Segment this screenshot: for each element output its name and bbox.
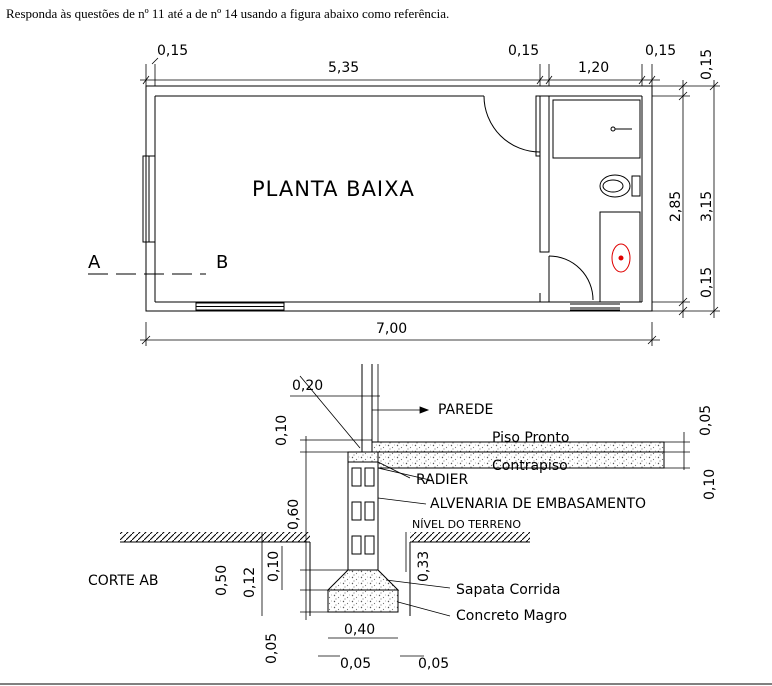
- label-wall: PAREDE: [438, 402, 493, 418]
- plan-right-dimensions: [652, 80, 720, 318]
- dim-masonry-height: 0,60: [286, 499, 302, 530]
- section-drawing: [120, 364, 665, 616]
- dim-lean-height: 0,05: [264, 633, 280, 664]
- label-foundation-masonry: ALVENARIA DE EMBASAMENTO: [430, 496, 646, 512]
- section-dimensions: [261, 395, 690, 657]
- dim-total-height: 3,15: [699, 191, 715, 222]
- plan-walls: [142, 85, 653, 312]
- label-finished-floor: Piso Pronto: [492, 430, 569, 446]
- section-title: CORTE AB: [88, 573, 159, 589]
- dim-slab-height: 0,10: [274, 415, 290, 446]
- dim-bath-width: 1,20: [578, 60, 609, 76]
- dim-footing-width: 0,40: [344, 622, 375, 638]
- dim-right-bottom-wall: 0,15: [699, 267, 715, 298]
- instruction-text: Responda às questões de nº 11 até a de n…: [6, 6, 450, 21]
- plan-bottom-dimension: [140, 322, 660, 346]
- dim-subfloor-thickness: 0,10: [702, 469, 718, 500]
- floor-plan: [88, 85, 653, 312]
- section-start-label: A: [88, 252, 101, 273]
- dim-right-top-wall: 0,15: [699, 49, 715, 80]
- label-ground-level: NÍVEL DO TERRENO: [412, 518, 521, 531]
- dim-depth-to-footing: 0,33: [416, 551, 432, 582]
- section-leaders: [299, 364, 451, 617]
- dim-left-offset: 0,05: [340, 656, 371, 672]
- dim-main-room-width: 5,35: [328, 60, 359, 76]
- dim-floor-thickness: 0,05: [698, 405, 714, 436]
- label-subfloor: Contrapiso: [492, 458, 568, 474]
- dim-right-offset: 0,05: [418, 656, 449, 672]
- section-end-label: B: [216, 252, 228, 273]
- dim-mid-wall: 0,15: [508, 43, 539, 59]
- dim-total-depth: 0,50: [214, 565, 230, 596]
- dim-wall-thickness: 0,20: [292, 378, 323, 394]
- dim-inner-height: 2,85: [668, 191, 684, 222]
- plan-top-dimensions: [140, 57, 660, 86]
- dim-total-width: 7,00: [376, 321, 407, 337]
- dim-top-left-wall: 0,15: [157, 43, 188, 59]
- label-slab: RADIER: [416, 472, 468, 488]
- dim-footing-top-step: 0,10: [266, 551, 282, 582]
- dim-footing-height: 0,12: [242, 567, 258, 598]
- dim-top-right-wall: 0,15: [645, 43, 676, 59]
- label-lean-concrete: Concreto Magro: [456, 608, 567, 624]
- label-strip-footing: Sapata Corrida: [456, 582, 560, 598]
- plan-title: PLANTA BAIXA: [252, 177, 415, 201]
